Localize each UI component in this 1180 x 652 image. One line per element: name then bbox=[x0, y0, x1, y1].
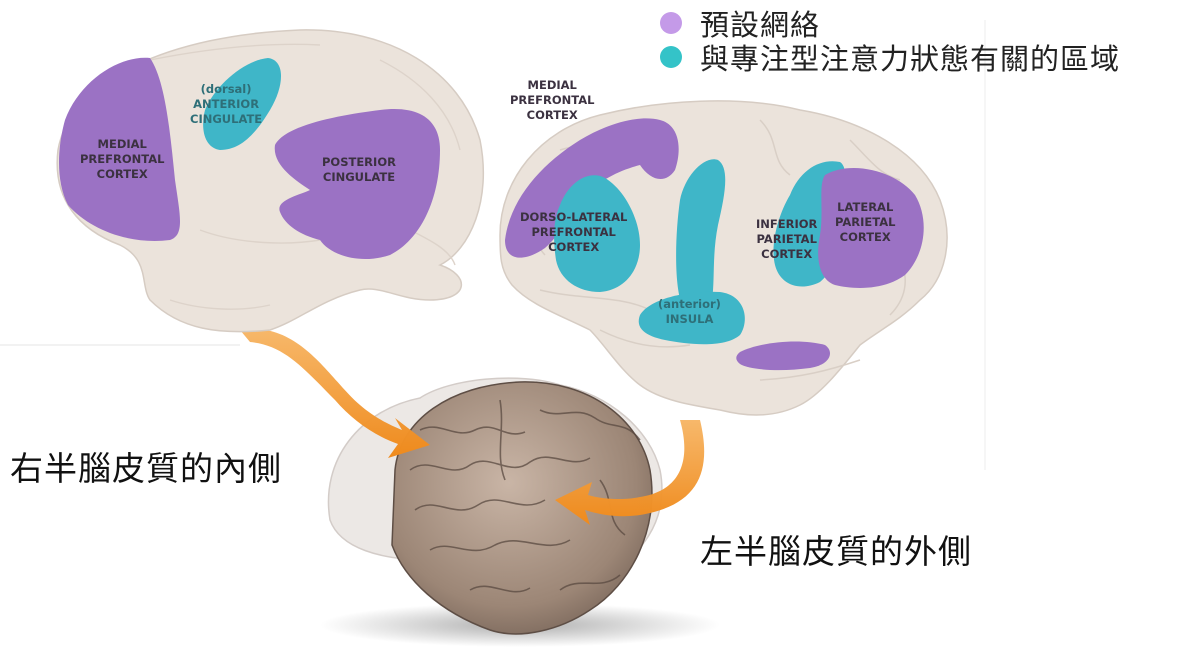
label-anterior-cingulate: (dorsal) ANTERIOR CINGULATE bbox=[190, 82, 262, 127]
label-medial-prefrontal: MEDIAL PREFRONTAL CORTEX bbox=[80, 137, 164, 182]
legend-item-attention-regions: 與專注型注意力狀態有關的區域 bbox=[660, 40, 1120, 74]
legend-item-default-network: 預設網絡 bbox=[660, 6, 1120, 40]
center-brain bbox=[320, 378, 720, 647]
label-posterior-cingulate: POSTERIOR CINGULATE bbox=[322, 155, 396, 185]
default-network-swatch bbox=[660, 12, 682, 34]
arrow-medial-to-center bbox=[240, 329, 430, 458]
label-lateral-parietal: LATERAL PARIETAL CORTEX bbox=[835, 200, 895, 245]
legend: 預設網絡 與專注型注意力狀態有關的區域 bbox=[660, 6, 1120, 74]
caption-left-hemisphere-lateral: 左半腦皮質的外側 bbox=[700, 525, 972, 573]
label-inferior-parietal: INFERIOR PARIETAL CORTEX bbox=[756, 217, 817, 262]
label-dorsolateral-prefrontal: DORSO-LATERAL PREFRONTAL CORTEX bbox=[520, 210, 627, 255]
lateral-brain-view bbox=[500, 101, 947, 415]
caption-right-hemisphere-medial: 右半腦皮質的內側 bbox=[10, 442, 282, 490]
label-lateral-medial-prefrontal: MEDIAL PREFRONTAL CORTEX bbox=[510, 78, 594, 123]
attention-regions-swatch bbox=[660, 46, 682, 68]
label-anterior-insula: (anterior) INSULA bbox=[658, 297, 721, 327]
legend-label: 與專注型注意力狀態有關的區域 bbox=[700, 36, 1120, 78]
